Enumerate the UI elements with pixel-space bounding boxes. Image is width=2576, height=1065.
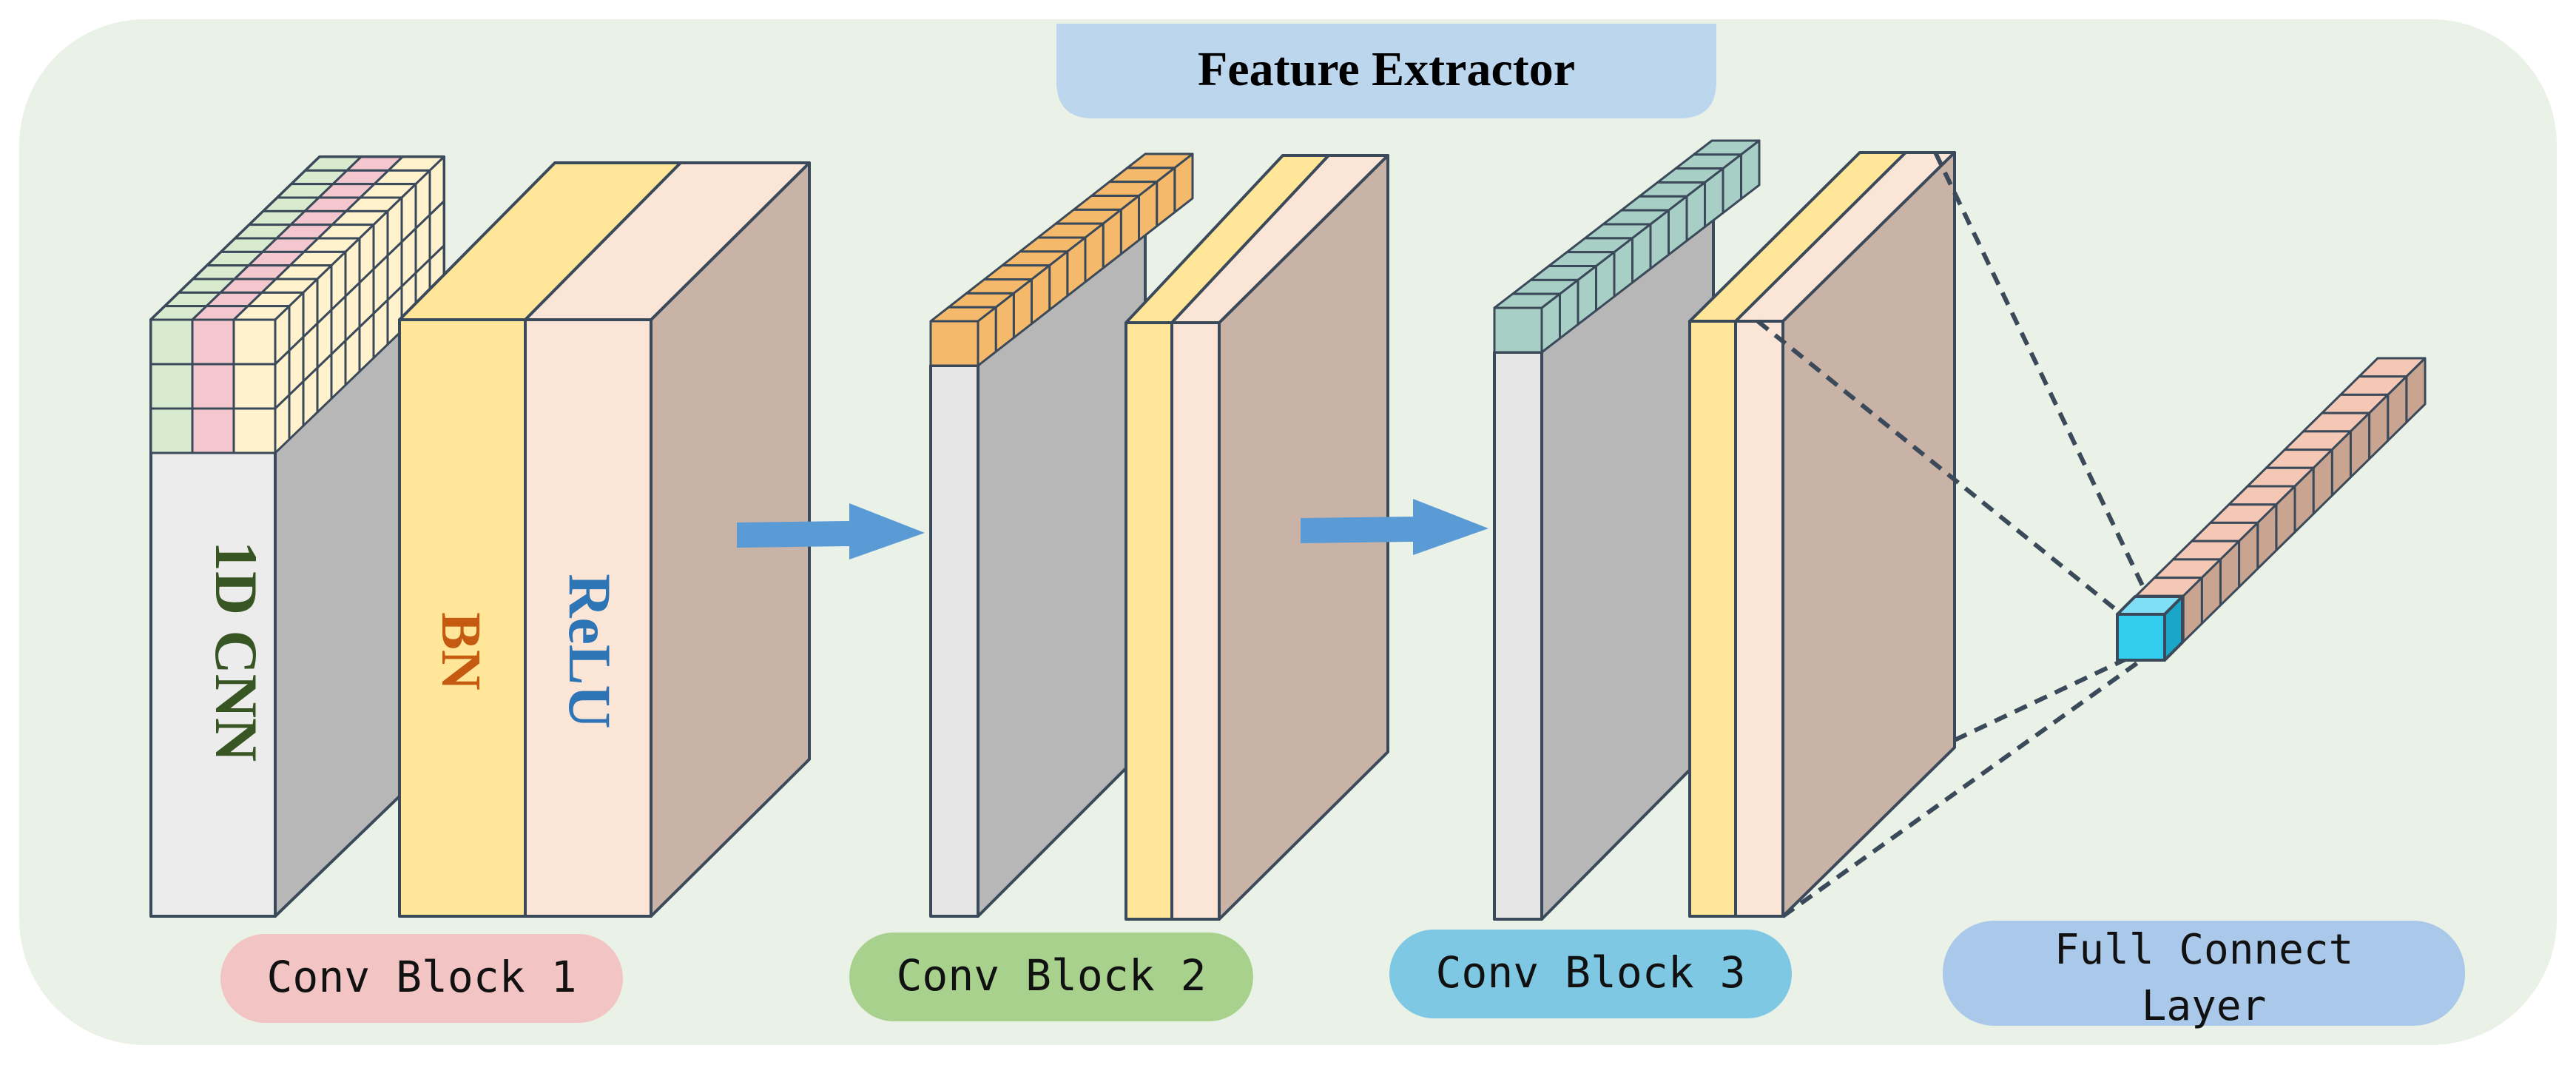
- block-3-label-text: Conv Block 3: [1435, 947, 1745, 998]
- block-3-label: Conv Block 3: [1389, 930, 1792, 1018]
- conv2-front: [929, 364, 980, 918]
- kernel-strip-front: [1493, 306, 1543, 354]
- conv-block-3: [1493, 139, 1956, 921]
- bn-layer-front: [398, 318, 527, 918]
- flow-arrow-1: [737, 503, 925, 560]
- title-pill: Feature Extractor: [1056, 24, 1716, 118]
- kernel-cell-front: [232, 318, 277, 366]
- cnn-kernel-grid: [149, 155, 445, 454]
- bn3-front: [1688, 320, 1737, 918]
- cnn-label: 1D CNN: [203, 541, 270, 762]
- fc-label: Full Connect Layer: [1943, 921, 2465, 1030]
- relu-label: ReLU: [556, 574, 624, 729]
- kernel-cell-front: [149, 318, 194, 366]
- block-2-label-text: Conv Block 2: [896, 950, 1206, 1001]
- kernel-cell-front: [191, 363, 235, 410]
- relu3-front: [1734, 320, 1784, 918]
- kernel-cell-front: [149, 363, 194, 410]
- flow-arrow-2: [1301, 499, 1488, 555]
- conv2-kernel-strip: [929, 152, 1194, 367]
- title-text: Feature Extractor: [1198, 42, 1575, 96]
- block-1-label-text: Conv Block 1: [266, 952, 576, 1002]
- conv3-front: [1493, 351, 1543, 921]
- kernel-cell-front: [232, 407, 277, 454]
- conv-block-1: [149, 155, 811, 918]
- bn2-front: [1125, 321, 1173, 921]
- kernel-strip-front: [929, 320, 980, 367]
- kernel-cell-front: [232, 363, 277, 410]
- block-2-label: Conv Block 2: [849, 933, 1253, 1021]
- conv3-kernel-strip: [1493, 139, 1761, 354]
- bn-label: BN: [430, 612, 492, 691]
- kernel-cell-front: [191, 407, 235, 454]
- relu2-front: [1170, 321, 1221, 921]
- highlight-neuron: [2116, 595, 2184, 662]
- fc-label-line2: Layer: [2142, 982, 2267, 1030]
- relu-layer-front: [524, 318, 653, 918]
- fc-label-line1: Full Connect: [2054, 926, 2354, 974]
- projection-lines: [1756, 151, 2152, 918]
- block-1-label: Conv Block 1: [220, 934, 623, 1023]
- kernel-cell-front: [191, 318, 235, 366]
- kernel-cell-front: [149, 407, 194, 454]
